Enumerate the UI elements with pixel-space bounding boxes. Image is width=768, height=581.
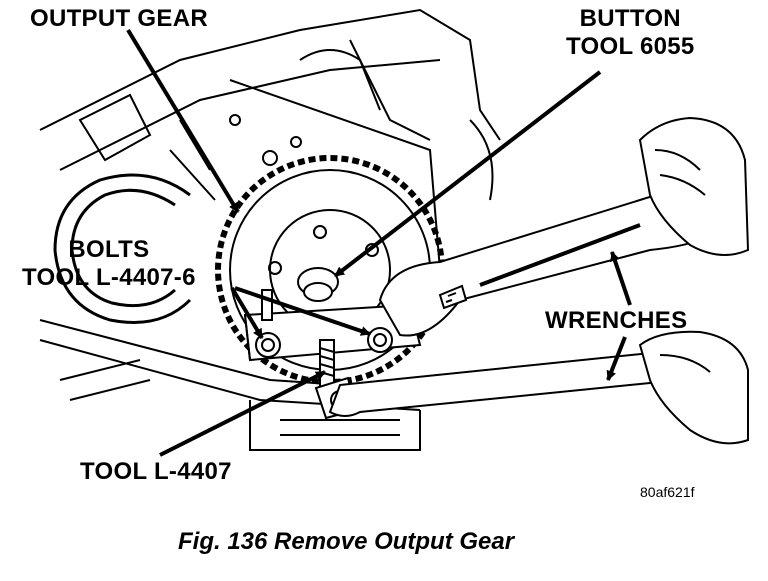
arrow-button-tool (333, 70, 602, 278)
label-tool-l4407: TOOL L-4407 (80, 458, 232, 485)
arrow-wrench-upper (610, 251, 632, 306)
label-wrenches: WRENCHES (545, 307, 688, 334)
hands (638, 116, 750, 445)
label-bolts-line1: BOLTS (68, 236, 150, 263)
leader-arrows (126, 28, 632, 457)
label-button-tool: BUTTON TOOL 6055 (566, 5, 695, 61)
figure-caption: Fig. 136 Remove Output Gear (178, 528, 515, 555)
button-tool-6055 (297, 267, 339, 302)
figure-reference-code: 80af621f (640, 484, 695, 500)
arrow-wrench-lower (606, 336, 627, 381)
arrow-bolt-left (230, 286, 264, 340)
label-button-tool-line1: BUTTON (579, 5, 681, 32)
label-bolts-line2: TOOL L-4407-6 (22, 264, 196, 291)
label-bolts-tool: BOLTS TOOL L-4407-6 (22, 236, 196, 292)
arrow-tool-l4407 (159, 370, 326, 457)
arrow-bolt-right (234, 286, 371, 336)
label-button-tool-line2: TOOL 6055 (566, 33, 695, 60)
housing-opening (53, 173, 192, 324)
puller-bolts (255, 289, 393, 358)
label-output-gear: OUTPUT GEAR (30, 5, 208, 32)
arrow-output-gear (126, 28, 240, 214)
